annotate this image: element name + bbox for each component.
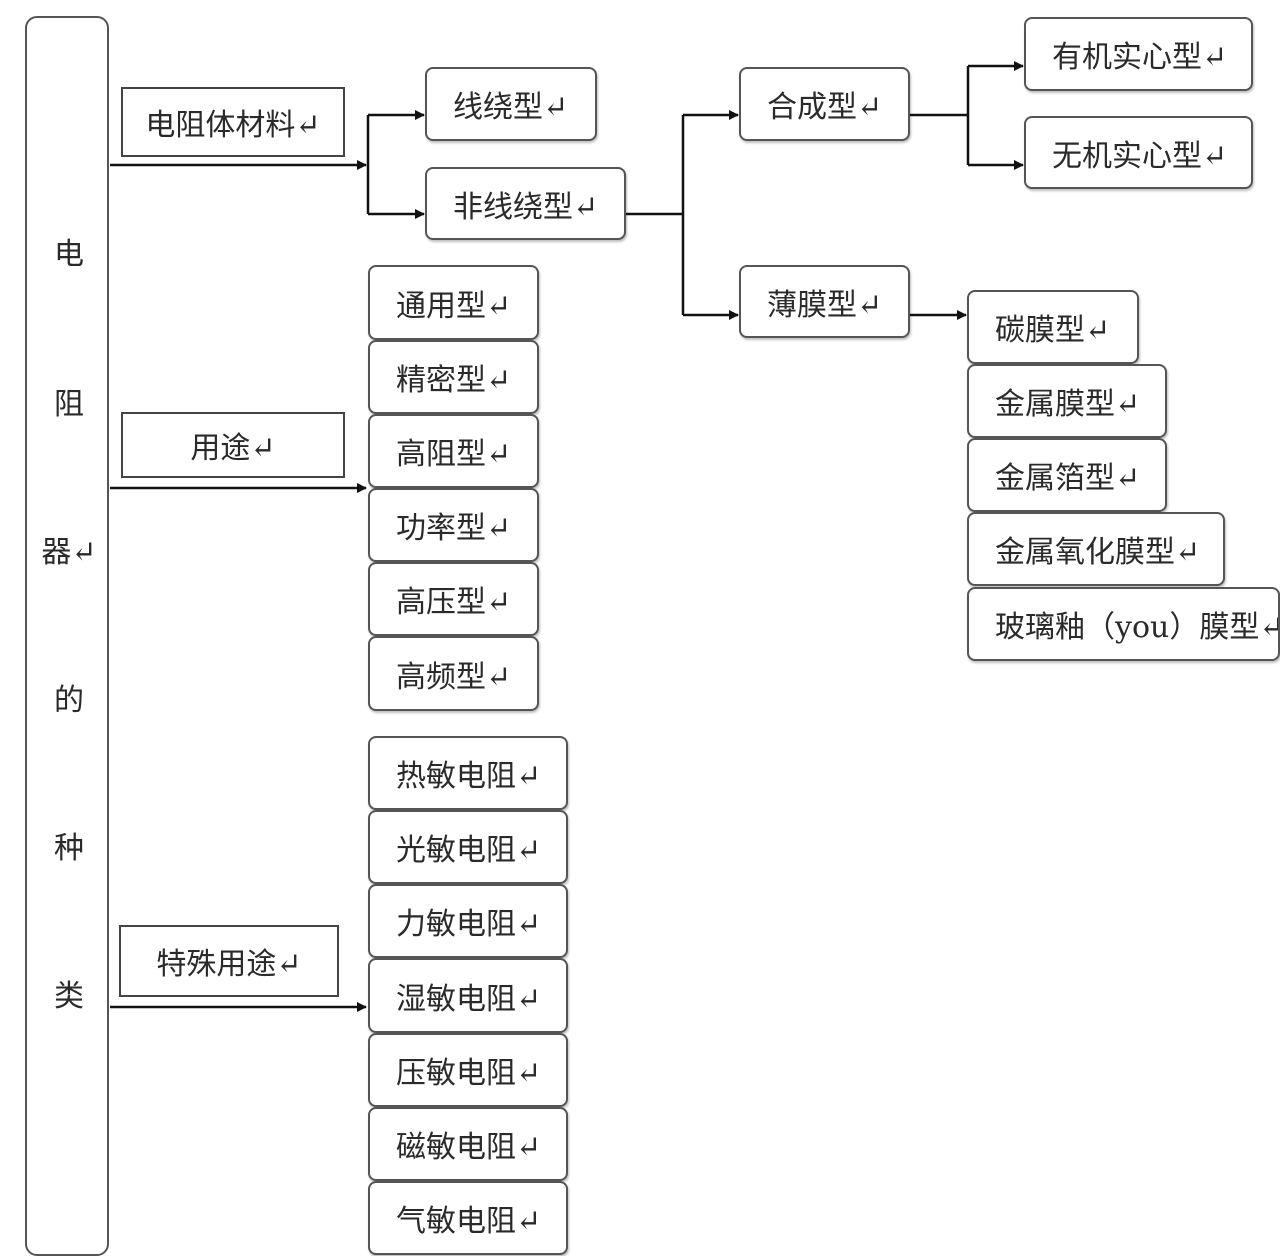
special-item: 光敏电阻↵: [368, 810, 568, 884]
special-item: 磁敏电阻↵: [368, 1107, 568, 1181]
root-char: 的: [54, 683, 84, 718]
root-char: 类: [54, 979, 84, 1014]
special-item: 湿敏电阻↵: [368, 958, 568, 1033]
category-usage: 用途↵: [121, 412, 345, 478]
root-char: 种: [54, 831, 84, 866]
node-metal-oxide-film: 金属氧化膜型↵: [967, 512, 1225, 586]
category-special: 特殊用途↵: [119, 925, 339, 997]
root-char: 电: [54, 237, 84, 272]
node-thin-film: 薄膜型↵: [739, 265, 910, 338]
connector-lines: [110, 61, 1024, 1012]
root-box: 电 阻 器↵ 的 种 类: [25, 16, 109, 1256]
usage-item: 精密型↵: [368, 340, 539, 414]
usage-item: 通用型↵: [368, 265, 539, 340]
usage-item: 功率型↵: [368, 488, 539, 562]
root-char: 阻: [54, 387, 84, 422]
root-char: 器↵: [41, 535, 97, 570]
special-item: 压敏电阻↵: [368, 1033, 568, 1107]
category-material: 电阻体材料↵: [121, 87, 345, 157]
node-non-wirewound: 非线绕型↵: [425, 167, 626, 240]
node-glass-glaze-film: 玻璃釉（you）膜型↵: [967, 587, 1280, 661]
node-metal-foil: 金属箔型↵: [967, 438, 1167, 512]
node-metal-film: 金属膜型↵: [967, 364, 1167, 438]
node-synthetic: 合成型↵: [739, 67, 910, 141]
node-inorganic-solid: 无机实心型↵: [1024, 116, 1253, 189]
node-carbon-film: 碳膜型↵: [967, 290, 1139, 364]
usage-item: 高压型↵: [368, 562, 539, 636]
special-item: 热敏电阻↵: [368, 736, 568, 810]
special-item: 力敏电阻↵: [368, 884, 568, 958]
node-wirewound: 线绕型↵: [425, 67, 597, 141]
usage-item: 高阻型↵: [368, 414, 539, 488]
usage-item: 高频型↵: [368, 636, 539, 711]
special-item: 气敏电阻↵: [368, 1181, 568, 1255]
node-organic-solid: 有机实心型↵: [1024, 17, 1253, 91]
